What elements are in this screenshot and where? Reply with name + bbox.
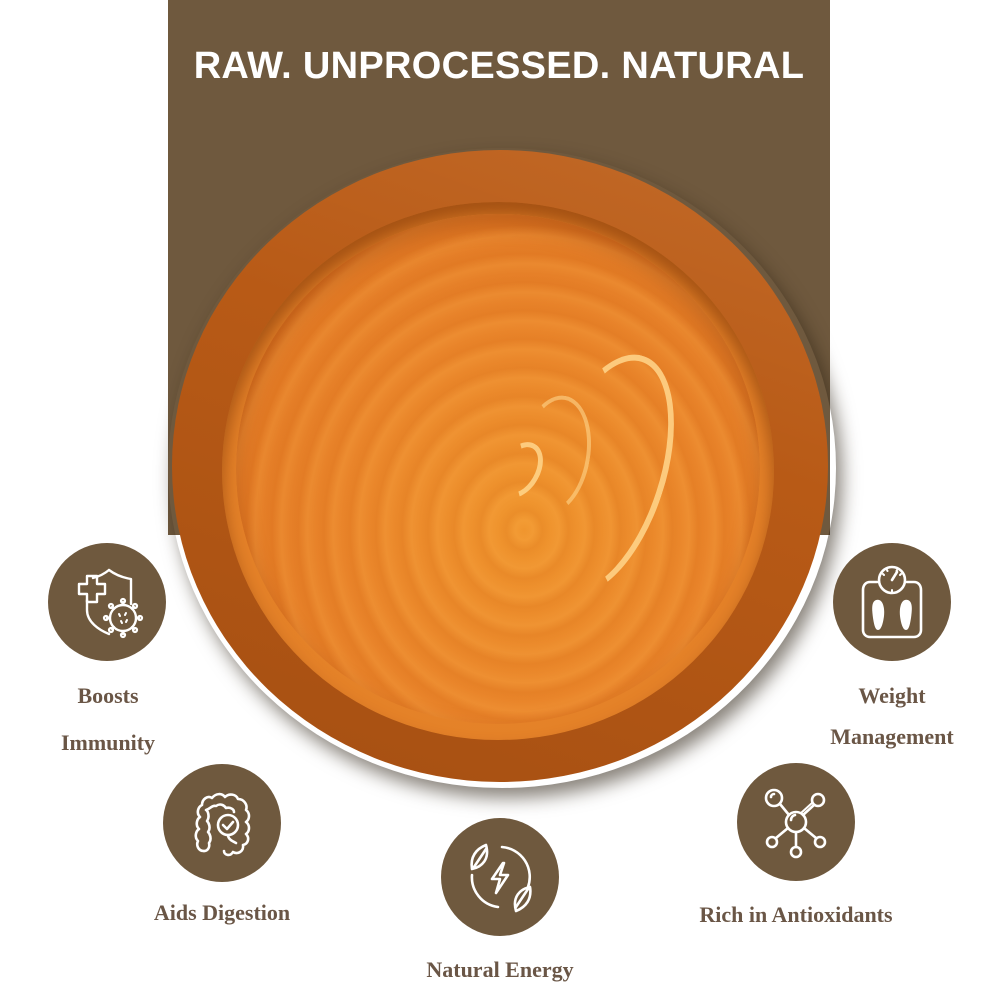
weighing-scale-icon xyxy=(833,543,951,661)
label-line: Management xyxy=(830,724,954,749)
feature-label-immunity: Boosts Immunity xyxy=(28,672,188,766)
feature-label-energy: Natural Energy xyxy=(426,957,574,982)
intestine-check-icon xyxy=(163,764,281,882)
headline: RAW. UNPROCESSED. NATURAL xyxy=(193,45,805,87)
feature-label-antioxidants: Rich in Antioxidants xyxy=(699,902,893,927)
shield-virus-icon xyxy=(48,543,166,661)
feature-label-weight: Weight Management xyxy=(812,672,972,760)
leaf-energy-icon xyxy=(441,818,559,936)
molecule-icon xyxy=(737,763,855,881)
label-line: Weight xyxy=(858,683,926,708)
honey-surface xyxy=(236,214,760,724)
label-line: Immunity xyxy=(60,730,156,755)
feature-label-digestion: Aids Digestion xyxy=(153,900,291,925)
label-line: Boosts xyxy=(77,683,139,708)
